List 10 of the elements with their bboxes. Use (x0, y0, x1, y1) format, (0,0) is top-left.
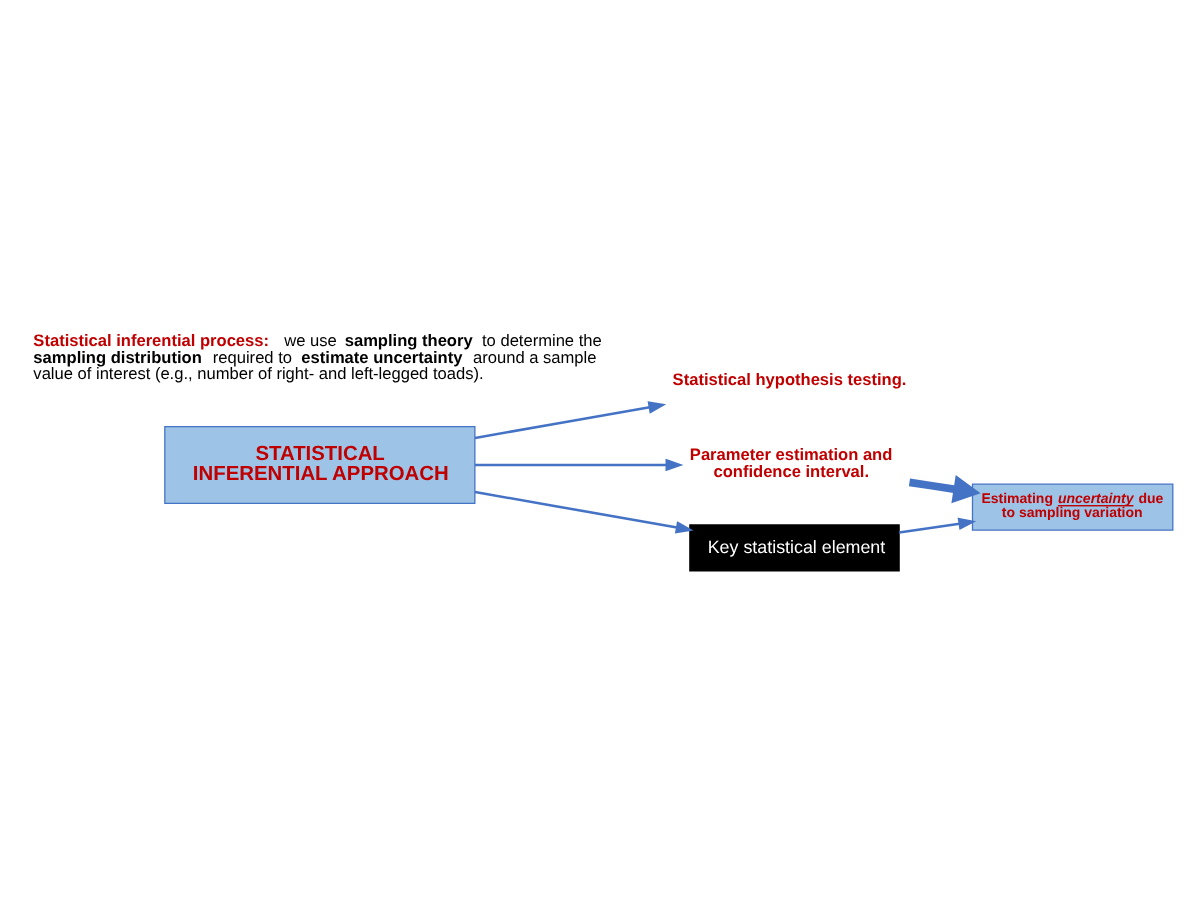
node-text: Statistical hypothesis testing. (672, 369, 907, 390)
node-text: Parameter estimation and confidence interval. (689, 444, 893, 481)
arrow (474, 401, 667, 440)
arrow (908, 474, 981, 504)
label: Statistical inferential process: we use sampling theory to determine the sampling distribution required to estimate uncertainty around a sample value of interest (e.g., number of right- and left-legged toads). (33, 330, 602, 384)
arrow (474, 490, 694, 534)
arrow (899, 517, 977, 534)
node-box: Key statistical element (689, 524, 900, 572)
arrow (475, 458, 684, 472)
node-box: STATISTICAL INFERENTIAL APPROACH (164, 426, 476, 504)
